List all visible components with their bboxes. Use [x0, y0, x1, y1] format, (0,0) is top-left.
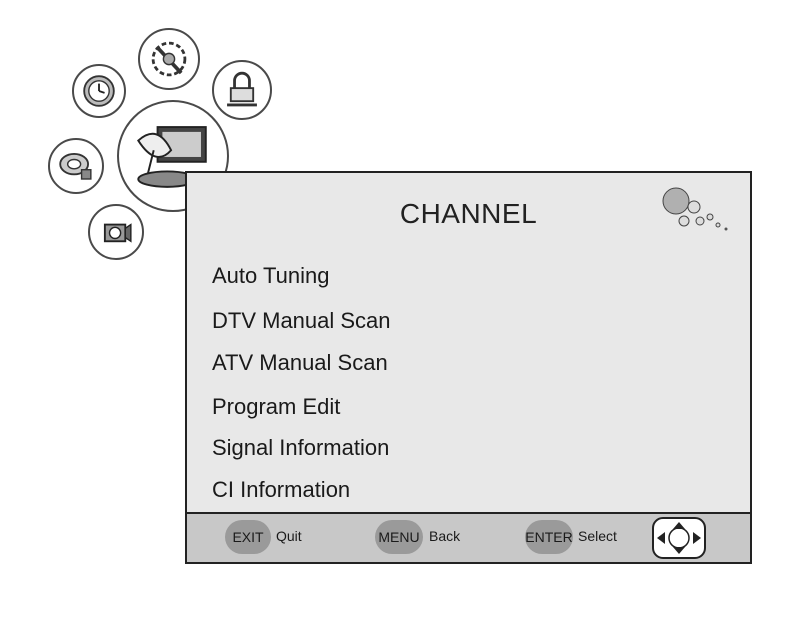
menu-icon-clock[interactable]: [72, 64, 126, 118]
menu-item-signal-information[interactable]: Signal Information: [212, 435, 390, 460]
media-disc-icon: [59, 153, 92, 180]
exit-key-label: Quit: [276, 528, 302, 544]
menu-key-label: Back: [429, 528, 461, 544]
channel-satellite-icon: [137, 126, 207, 188]
enter-key-label: Select: [578, 528, 617, 544]
enter-key[interactable]: ENTER: [525, 520, 573, 554]
menu-icon-photo[interactable]: [88, 204, 144, 260]
menu-icon-setup[interactable]: [138, 28, 200, 90]
exit-key[interactable]: EXIT: [225, 520, 271, 554]
menu-item-ci-information[interactable]: CI Information: [212, 477, 351, 502]
menu-item-auto-tuning[interactable]: Auto Tuning: [212, 263, 330, 288]
lock-icon: [227, 71, 257, 107]
clock-icon: [83, 75, 115, 107]
menu-key[interactable]: MENU: [375, 520, 423, 554]
bubbles-icon: [662, 187, 728, 231]
menu-icon-channel[interactable]: [117, 100, 229, 212]
dpad-icon[interactable]: [651, 516, 707, 560]
menu-icon-media[interactable]: [48, 138, 104, 194]
tools-icon: [151, 41, 187, 77]
menu-title: CHANNEL: [399, 198, 538, 229]
menu-item-dtv-manual-scan[interactable]: DTV Manual Scan: [212, 308, 391, 333]
menu-icon-lock[interactable]: [212, 60, 272, 120]
menu-item-program-edit[interactable]: Program Edit: [212, 394, 341, 419]
menu-item-atv-manual-scan[interactable]: ATV Manual Scan: [212, 350, 388, 375]
channel-menu-panel: CHANNEL Auto Tuning DTV Manual Scan ATV …: [185, 171, 752, 564]
footer-bar: EXIT Quit MENU Back ENTER Select: [187, 512, 750, 562]
camera-icon: [103, 223, 132, 243]
